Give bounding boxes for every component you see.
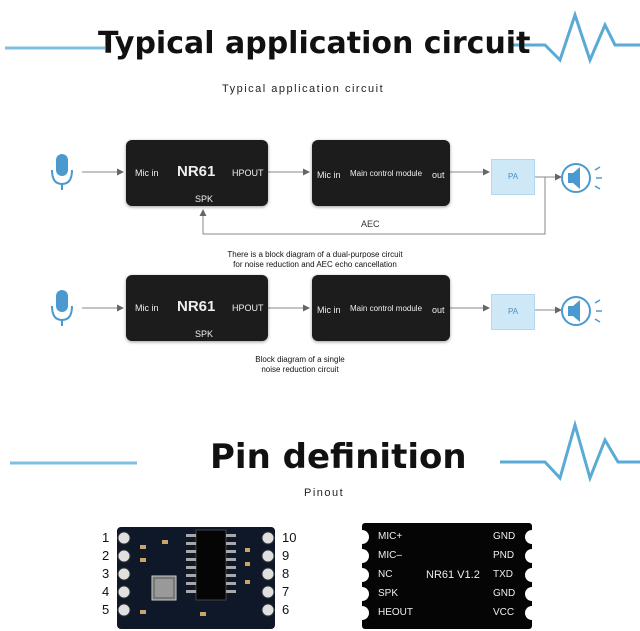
pin-label: HEOUT	[378, 607, 413, 618]
pin-number: 6	[282, 602, 290, 617]
speaker-icon	[561, 163, 602, 193]
pa-block: PA	[491, 159, 535, 195]
pin-label: SPK	[378, 588, 399, 599]
pin-number: 8	[282, 566, 290, 581]
main-control-block: Mic in Main control module out	[312, 275, 450, 341]
caption-line: There is a block diagram of a dual-purpo…	[227, 250, 403, 259]
pin-label: NC	[378, 569, 393, 580]
pin-label: PND	[493, 550, 515, 561]
pa-block: PA	[491, 294, 535, 330]
nr61-label: NR61	[177, 298, 216, 315]
main-control-label: Main control module	[350, 169, 423, 178]
page-subtitle: Typical application circuit	[222, 83, 385, 95]
hpout-label: HPOUT	[232, 303, 264, 313]
caption-line: for noise reduction and AEC echo cancell…	[233, 260, 397, 269]
mic-in-label: Mic in	[135, 168, 159, 178]
main-control-label: Main control module	[350, 304, 423, 313]
nr61-block: Mic in NR61 HPOUT SPK	[126, 140, 268, 206]
pin-number: 1	[102, 530, 110, 545]
pin-number: 7	[282, 584, 290, 599]
microphone-icon	[51, 154, 73, 190]
hpout-label: HPOUT	[232, 168, 264, 178]
pin-label: TXD	[493, 569, 513, 580]
pcb-board-back	[362, 523, 532, 629]
section-subtitle: Pinout	[304, 487, 345, 499]
pin-label: VCC	[493, 607, 515, 618]
spk-label: SPK	[195, 329, 214, 339]
main-control-block: Mic in Main control module out	[312, 140, 450, 206]
microphone-icon	[51, 290, 73, 326]
caption-line: noise reduction circuit	[261, 365, 339, 374]
out-label: out	[432, 305, 445, 315]
pin-label: MIC+	[378, 531, 403, 542]
diagram1-caption: There is a block diagram of a dual-purpo…	[200, 250, 430, 270]
page-title: Typical application circuit	[98, 26, 531, 61]
spk-label: SPK	[195, 194, 214, 204]
section-title: Pin definition	[210, 437, 467, 477]
pin-number: 10	[282, 530, 297, 545]
wave-decoration-top	[510, 10, 640, 65]
pin-number: 5	[102, 602, 110, 617]
aec-label: AEC	[361, 219, 380, 229]
diagram2-caption: Block diagram of a single noise reductio…	[230, 355, 370, 375]
wave-decoration-bottom	[500, 419, 640, 483]
mic-in-label: Mic in	[135, 303, 159, 313]
pin-number: 4	[102, 584, 110, 599]
speaker-icon	[561, 296, 602, 326]
caption-line: Block diagram of a single	[255, 355, 345, 364]
pin-label: GND	[493, 531, 516, 542]
pin-number: 3	[102, 566, 110, 581]
nr61-block: Mic in NR61 HPOUT SPK	[126, 275, 268, 341]
module-label: NR61 V1.2	[426, 569, 480, 581]
pin-number: 9	[282, 548, 290, 563]
mic-in-label: Mic in	[317, 305, 341, 315]
pin-label: GND	[493, 588, 516, 599]
pin-label: MIC–	[378, 550, 402, 561]
mic-in-label: Mic in	[317, 170, 341, 180]
pin-number: 2	[102, 548, 110, 563]
nr61-label: NR61	[177, 163, 216, 180]
pcb-board-front	[117, 527, 275, 629]
out-label: out	[432, 170, 445, 180]
